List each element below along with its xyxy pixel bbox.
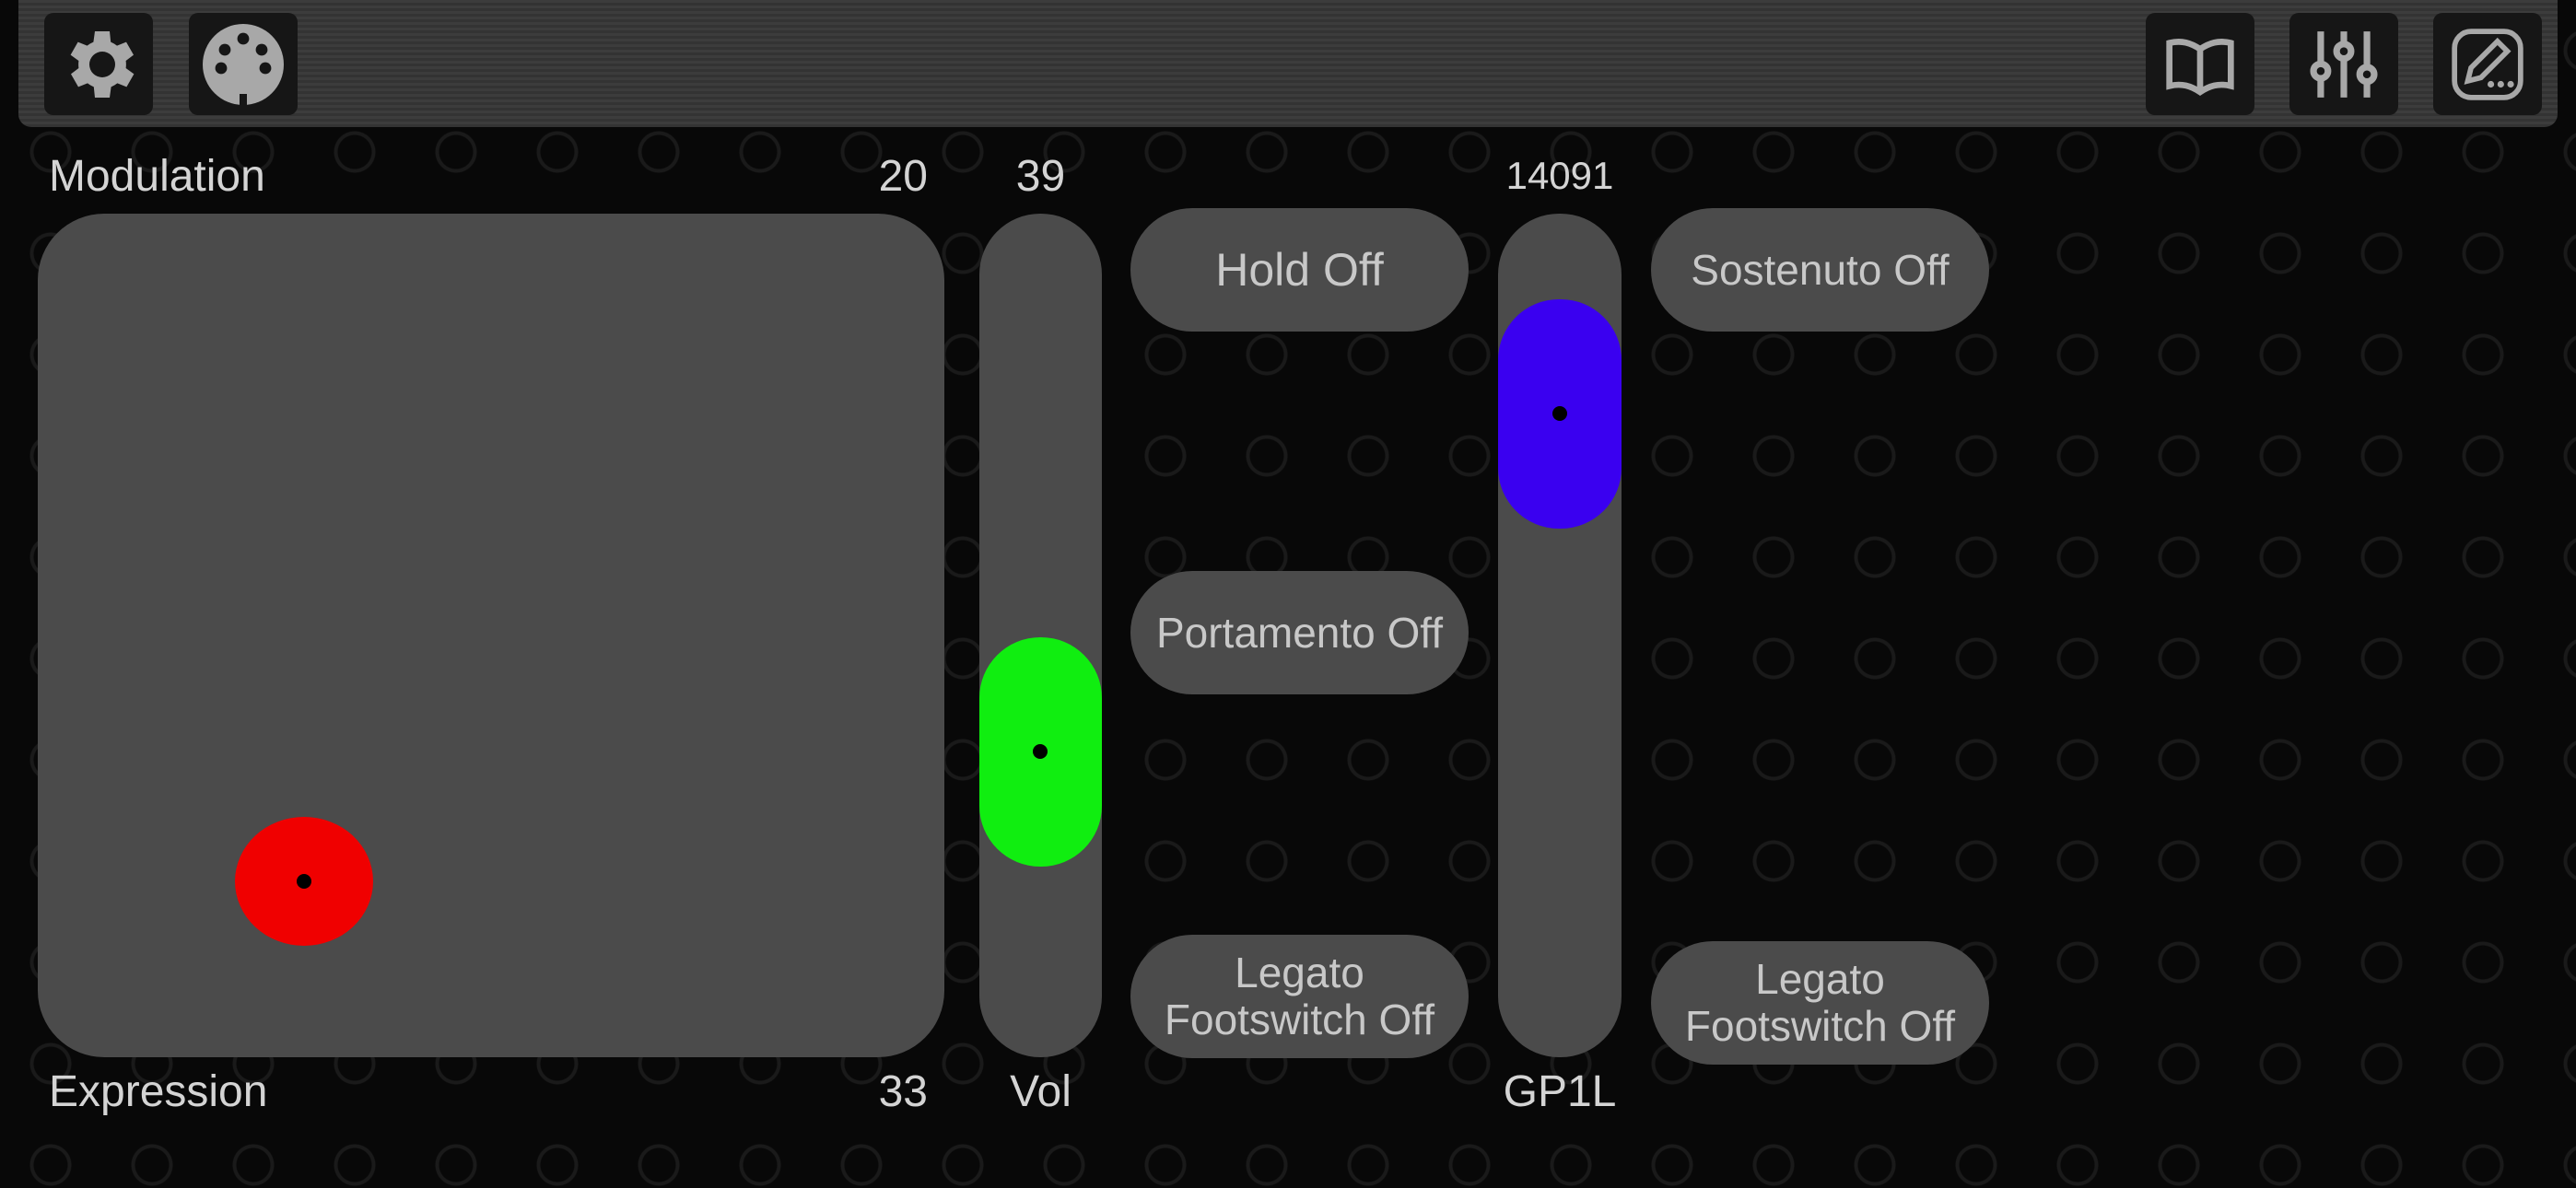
gp1l-slider[interactable] [1498,214,1622,1057]
legato-label-line1: Legato [1755,955,1885,1004]
gear-icon [70,30,135,98]
edit-layout-button[interactable] [2433,13,2542,115]
portamento-button-label: Portamento Off [1155,608,1444,657]
midi-settings-button[interactable] [189,13,298,115]
xy-pad-thumb[interactable] [235,817,373,946]
portamento-button[interactable]: Portamento Off [1130,571,1469,694]
sostenuto-button[interactable]: Sostenuto Off [1651,208,1989,332]
vol-label: Vol [1010,1067,1071,1116]
edit-pencil-icon [2452,28,2523,100]
midi-din-icon [203,23,284,105]
xy-bottom-value: 33 [878,1067,928,1116]
mixer-sliders-icon [2310,30,2378,98]
vol-value: 39 [1015,152,1066,201]
settings-button[interactable] [44,13,153,115]
top-toolbar [18,0,2558,127]
gp1l-label: GP1L [1503,1067,1617,1116]
thumb-center-dot [297,874,311,889]
gp1l-value: 14091 [1505,154,1614,197]
manual-button[interactable] [2146,13,2254,115]
book-icon [2166,38,2234,96]
sostenuto-button-label: Sostenuto Off [1691,245,1950,294]
legato-label-line2: Footswitch Off [1684,1002,1956,1050]
gp1l-slider-thumb[interactable] [1498,299,1622,530]
legato-label-line1: Legato [1235,949,1364,997]
thumb-center-dot [1033,744,1048,760]
mixer-button[interactable] [2289,13,2398,115]
thumb-center-dot [1552,406,1567,422]
vol-slider-thumb[interactable] [979,637,1102,868]
xy-top-value: 20 [878,152,928,201]
xy-pad[interactable] [38,214,944,1057]
legato-label-line2: Footswitch Off [1164,996,1435,1043]
xy-top-label: Modulation [49,152,265,201]
vol-slider[interactable] [979,214,1102,1057]
hold-button[interactable]: Hold Off [1130,208,1469,332]
xy-bottom-label: Expression [49,1067,268,1116]
hold-button-label: Hold Off [1215,243,1384,296]
